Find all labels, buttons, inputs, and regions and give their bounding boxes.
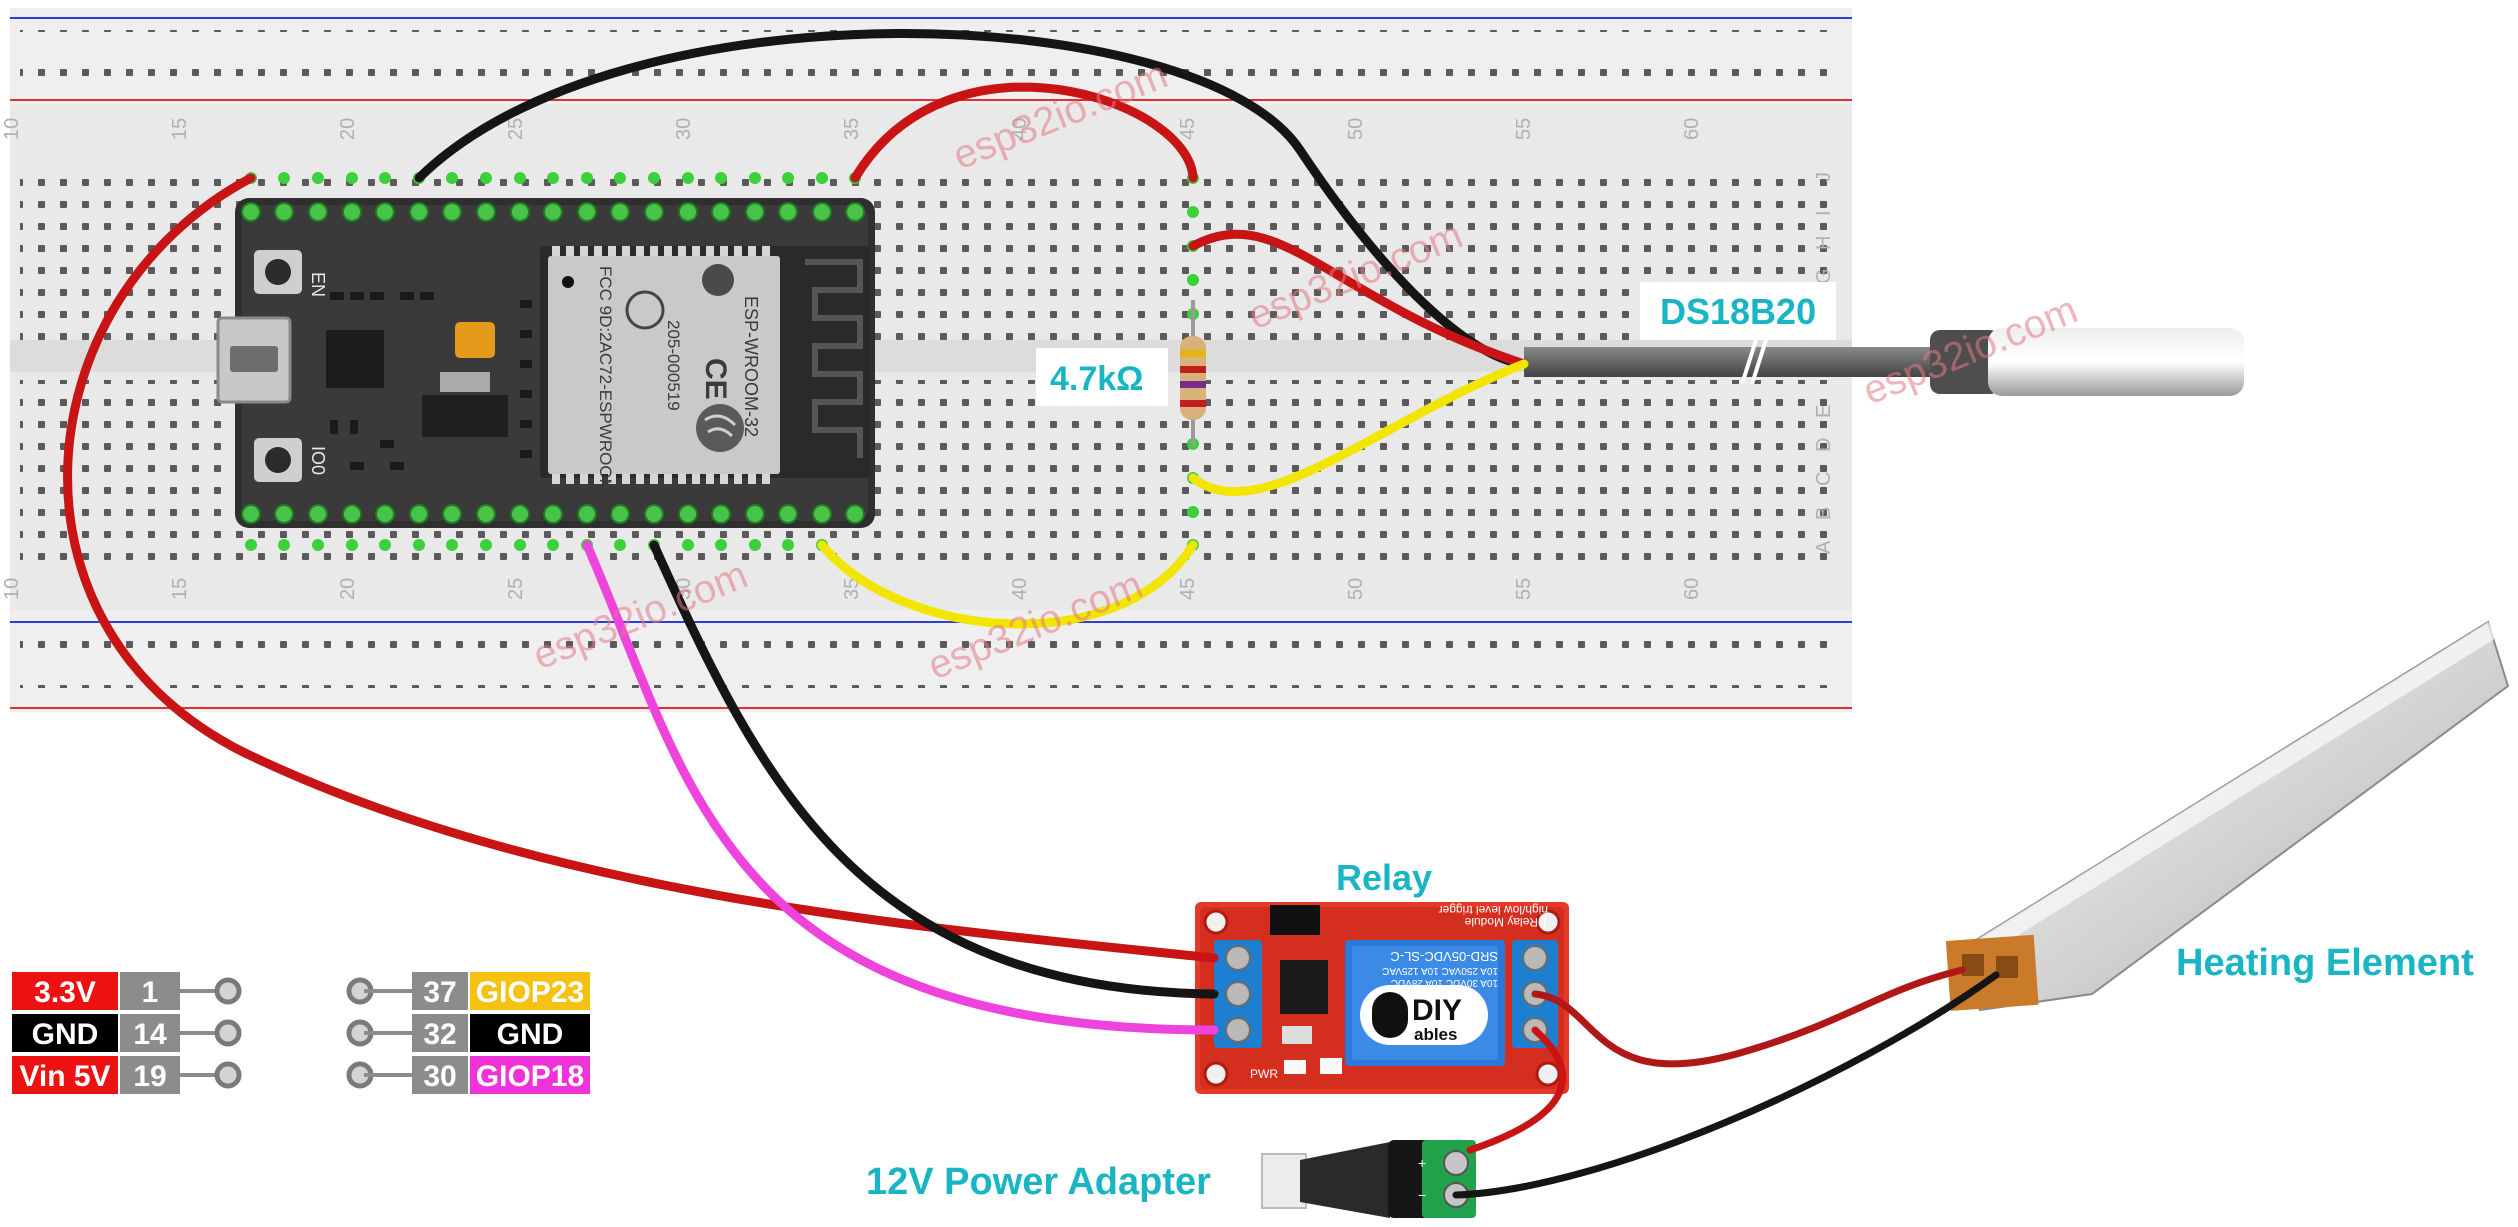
relay-rating-1: 10A 250VAC 10A 125VAC	[1382, 965, 1498, 976]
breadboard-row-letter: A	[1813, 540, 1835, 554]
breadboard-column-number: 35	[841, 118, 863, 140]
resistor-label: 4.7kΩ	[1050, 360, 1143, 398]
breadboard-column-numbers-top: 10 15 20 25 30 35 40 45 50 55 60	[1, 118, 1703, 140]
breadboard-row-letter: C	[1813, 472, 1835, 486]
fcc-text: FCC 9D:2AC72-ESPWROOM 32	[596, 266, 615, 516]
logo-brand-bottom: ables	[1414, 1025, 1457, 1044]
usb-uart-chip	[326, 330, 384, 388]
breadboard-column-number: 15	[169, 118, 191, 140]
breadboard-column-number: 50	[1345, 578, 1367, 600]
cert-mark-icon	[625, 290, 665, 330]
wifi-logo-icon	[702, 264, 734, 296]
legend-left-pin-2: 14	[133, 1018, 167, 1051]
optocoupler	[1280, 960, 1328, 1014]
power-label: 12V Power Adapter	[866, 1161, 1211, 1203]
regulator	[422, 395, 508, 437]
wire-gnd-to-relay	[649, 540, 1219, 999]
breadboard-row-letter: E	[1813, 405, 1835, 418]
breadboard-column-number: 40	[1009, 118, 1031, 140]
legend-right-pin-1: 37	[423, 976, 456, 1009]
sensor-cable	[1524, 347, 1954, 377]
breadboard-column-number: 20	[337, 578, 359, 600]
legend-right-name-3: GIOP18	[476, 1060, 584, 1093]
legend-left-name-2: GND	[32, 1018, 99, 1051]
legend-right-name-2: GND	[497, 1018, 564, 1051]
breadboard-column-number: 20	[337, 118, 359, 140]
breadboard-column-number: 60	[1681, 118, 1703, 140]
capacitor	[455, 322, 495, 358]
antenna-trace	[805, 259, 863, 458]
breadboard-row-letter: I	[1813, 210, 1835, 216]
sensor-probe	[1988, 328, 2244, 396]
power-adapter-jack: + −	[1261, 1140, 1476, 1218]
breadboard-column-number: 25	[505, 118, 527, 140]
breadboard-column-number: 30	[673, 118, 695, 140]
breadboard-column-number: 55	[1513, 578, 1535, 600]
module-name: ESP-WROOM-32	[741, 296, 761, 437]
wire-resistor-to-sensor-data	[1188, 359, 1529, 497]
legend-left-name-1: 3.3V	[34, 976, 96, 1009]
sensor-label-box	[1640, 282, 1836, 340]
wire-3v3-to-sensor-vcc	[1188, 229, 1529, 369]
en-label: EN	[308, 272, 328, 297]
breadboard-row-letter: G	[1813, 268, 1835, 284]
relay-board-title: 1 Relay Module	[1464, 915, 1548, 929]
breadboard-column-number: 60	[1681, 578, 1703, 600]
legend-left-pin-3: 19	[133, 1060, 166, 1093]
wire-relay-no-to-jack	[1466, 1026, 1567, 1154]
breadboard-column-number: 25	[505, 578, 527, 600]
module-code: 205-000519	[664, 320, 683, 411]
sensor-sleeve	[1930, 330, 2000, 394]
relay-rating-2: 10A 30VDC 10A 28VDC	[1391, 977, 1498, 988]
breadboard-column-number: 45	[1177, 118, 1199, 140]
wire-relay-com-to-heater	[1531, 966, 1966, 1068]
breadboard-row-letter: J	[1813, 172, 1835, 182]
pwr-label: PWR	[1250, 1067, 1278, 1081]
breadboard-row-letter: H	[1813, 236, 1835, 250]
breadboard-column-number: 15	[169, 578, 191, 600]
svg-text:−: −	[1418, 1187, 1426, 1203]
breadboard-column-number: 50	[1345, 118, 1367, 140]
io0-label: IO0	[308, 446, 328, 475]
legend-right-pin-3: 30	[423, 1060, 456, 1093]
ds18b20-sensor	[1524, 328, 2244, 396]
relay-module: PWR SRD-05VDC-SL-C 10A 250VAC 10A 125VAC…	[1195, 902, 1569, 1094]
relay-label: Relay	[1336, 857, 1432, 898]
wire-gpio23-to-data	[817, 540, 1198, 629]
pin-legend-left: 3.3V 1 GND 14 Vin 5V 19	[12, 972, 242, 1094]
legend-left-pin-1: 1	[142, 976, 159, 1009]
breadboard-column-number: 40	[1009, 578, 1031, 600]
breadboard-row-letter: D	[1813, 438, 1835, 452]
esp32-board: EN IO0 FCC 9D:2AC72-ESPWROOM 32 ESP-WROO…	[216, 198, 875, 528]
breadboard-row-letter: B	[1813, 507, 1835, 520]
breadboard-column-number: 35	[841, 578, 863, 600]
breadboard-column-number: 45	[1177, 578, 1199, 600]
resistor-label-box	[1036, 348, 1168, 406]
wire-esp32-3v3-to-sensor	[850, 82, 1198, 183]
breadboard-column-number: 10	[1, 578, 23, 600]
ce-mark-icon: CE	[699, 358, 732, 400]
pin-legend-right: 37 GIOP23 32 GND 30 GIOP18	[346, 972, 590, 1094]
legend-right-pin-2: 32	[423, 1018, 456, 1051]
heater-label: Heating Element	[2176, 942, 2474, 984]
svg-text:+: +	[1418, 1155, 1426, 1171]
wire-esp32-gnd-to-sensor	[414, 29, 1529, 369]
resistor	[1180, 300, 1206, 446]
legend-right-name-1: GIOP23	[476, 976, 584, 1009]
wires	[63, 29, 2000, 1199]
breadboard-column-number: 55	[1513, 118, 1535, 140]
breadboard-column-number: 10	[1, 118, 23, 140]
legend-left-name-3: Vin 5V	[19, 1060, 110, 1093]
relay-board-subtitle: high/low level trigger	[1439, 903, 1548, 917]
wire-jack-to-heater	[1452, 971, 2000, 1199]
relay-model-text: SRD-05VDC-SL-C	[1390, 949, 1498, 964]
logo-brand-top: DIY	[1412, 994, 1462, 1027]
sensor-label: DS18B20	[1660, 291, 1816, 332]
wire-gpio18-to-relay	[582, 540, 1219, 1035]
heating-element	[1945, 620, 2510, 1012]
